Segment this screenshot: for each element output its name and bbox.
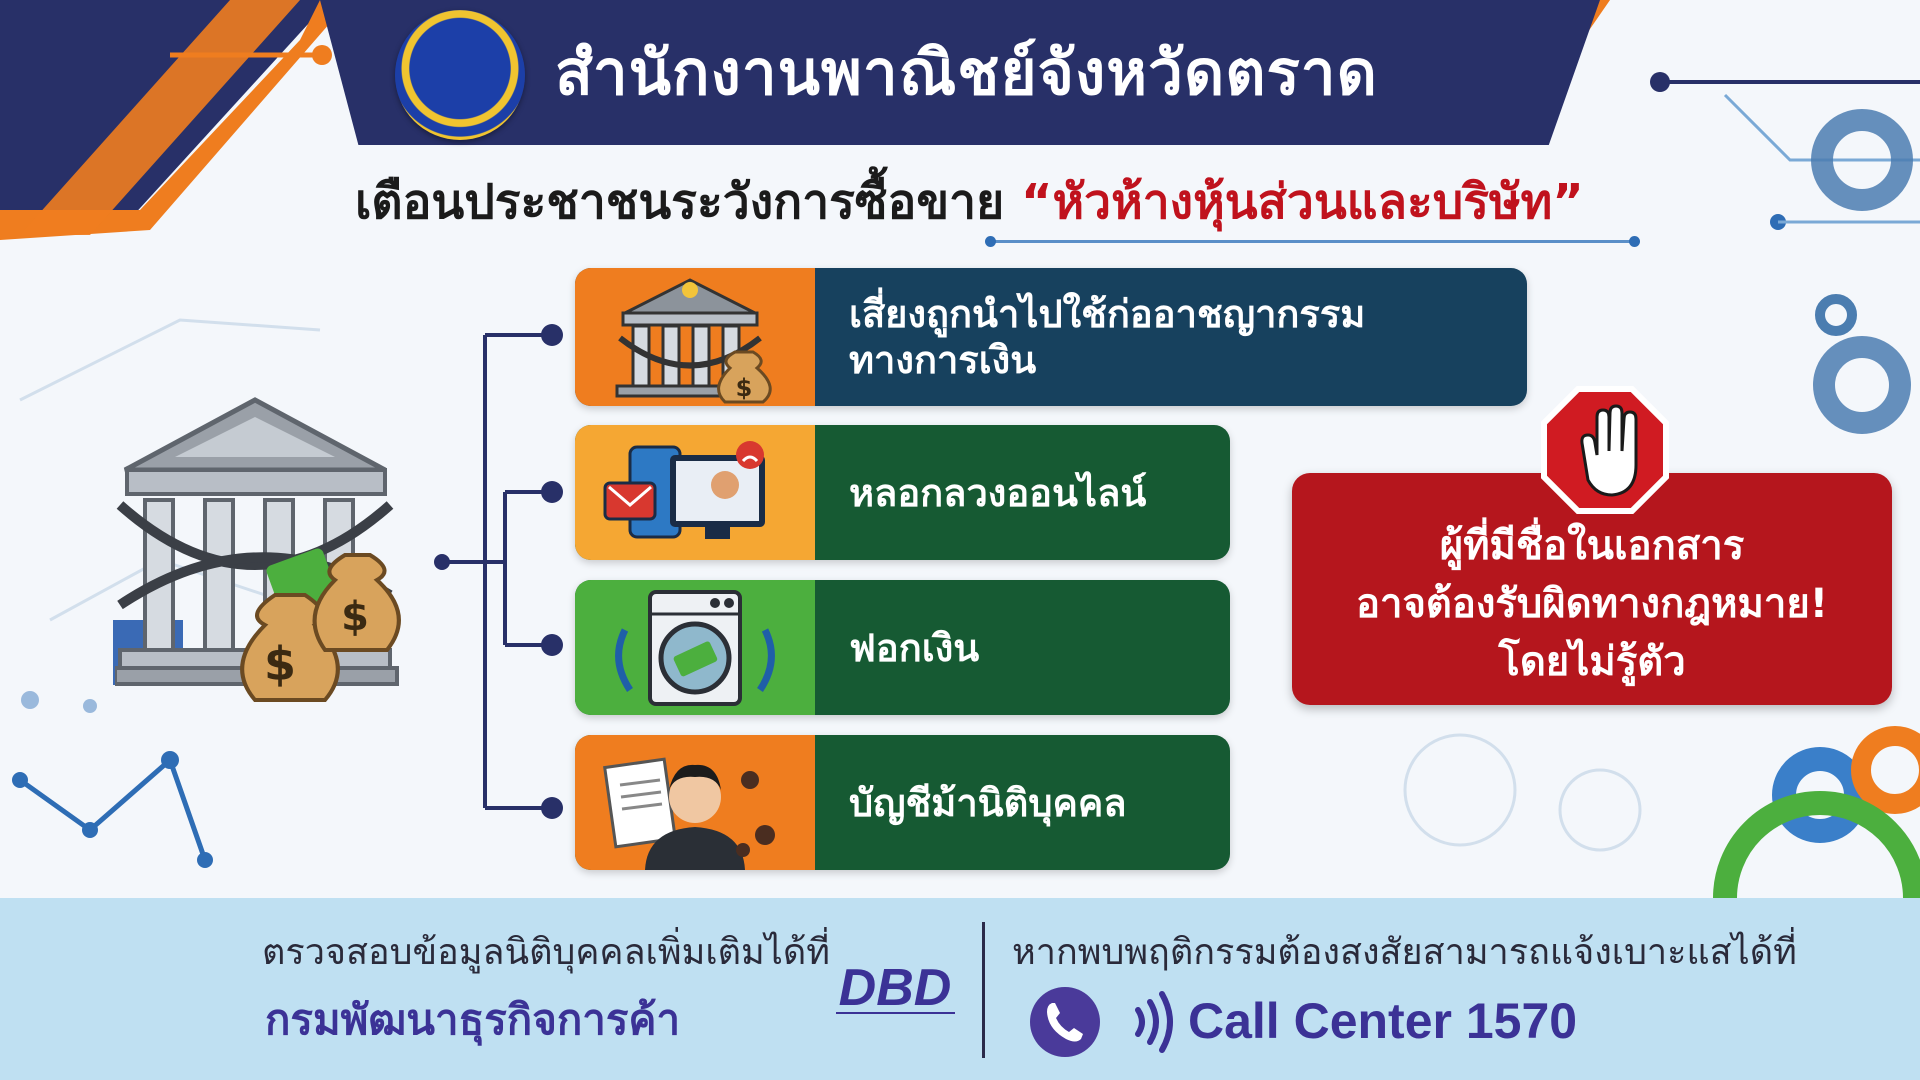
call-center-number: Call Center 1570 [1188,993,1578,1049]
page-title: สำนักงานพาณิชย์จังหวัดตราด [555,36,1378,109]
header-banner [320,0,1600,145]
mule-account-person-icon [603,757,775,870]
footer-department-name: กรมพัฒนาธุรกิจการค้า [265,995,681,1044]
risk-label-line1: เสี่ยงถูกนำไปใช้ก่ออาชญากรรม [849,292,1366,336]
subtitle-emphasis: “หัวห้างหุ้นส่วนและบริษัท” [1020,174,1584,230]
subtitle-lead: เตือนประชาชนระวังการซื้อขาย [355,174,1021,230]
washing-machine-money-icon [615,590,775,706]
legal-warning-box: ผู้ที่มีชื่อในเอกสาร อาจต้องรับผิดทางกฎห… [1292,473,1892,705]
risk-label: ฟอกเงิน [849,625,980,670]
risk-icon-box [575,735,815,870]
risk-card-financial-crime: $ เสี่ยงถูกนำไปใช้ก่ออาชญากรรม ทางการเงิ… [575,268,1527,406]
government-seal-icon [395,10,525,140]
risk-card-online-scam: หลอกลวงออนไลน์ [575,425,1230,560]
footer-divider [982,922,985,1058]
dbd-logo-icon: DBD [836,959,955,1017]
warning-line-3: โดยไม่รู้ตัว [1498,639,1686,685]
risk-label: หลอกลวงออนไลน์ [849,470,1147,515]
svg-text:$: $ [736,374,753,402]
risk-label: บัญชีม้านิติบุคคล [849,780,1127,825]
subtitle-underline [985,236,1640,247]
risk-icon-box [575,425,815,560]
dbd-logo-text: DBD [839,959,952,1017]
risk-icon-box [575,580,815,715]
warning-line-2: อาจต้องรับผิดทางกฎหมาย! [1355,581,1829,627]
svg-text:$: $ [264,637,296,691]
risk-icon-box: $ [575,268,815,406]
footer-bar [0,898,1920,1080]
warning-line-1: ผู้ที่มีชื่อในเอกสาร [1439,523,1745,569]
warning-subtitle: เตือนประชาชนระวังการซื้อขาย “หัวห้างหุ้น… [355,165,1655,240]
phone-icon [1030,987,1100,1057]
sound-wave-icon [1135,991,1173,1053]
chained-bank-icon: $ [615,278,772,404]
stop-hand-icon [1541,386,1669,514]
online-scam-icon [603,441,765,539]
footer-report-info: หากพบพฤติกรรมต้องสงสัยสามารถแจ้งเบาะแสได… [1012,932,1797,973]
chained-bank-with-money-bags-icon: $ $ [115,397,401,702]
risk-card-money-laundering: ฟอกเงิน [575,580,1230,715]
risk-label: เสี่ยงถูกนำไปใช้ก่ออาชญากรรม ทางการเงิน [815,268,1527,406]
footer-check-info: ตรวจสอบข้อมูลนิติบุคคลเพิ่มเติมได้ที่ [262,932,830,973]
risk-label-line2: ทางการเงิน [849,338,1037,382]
risk-card-mule-account: บัญชีม้านิติบุคคล [575,735,1230,870]
svg-text:$: $ [341,594,369,640]
